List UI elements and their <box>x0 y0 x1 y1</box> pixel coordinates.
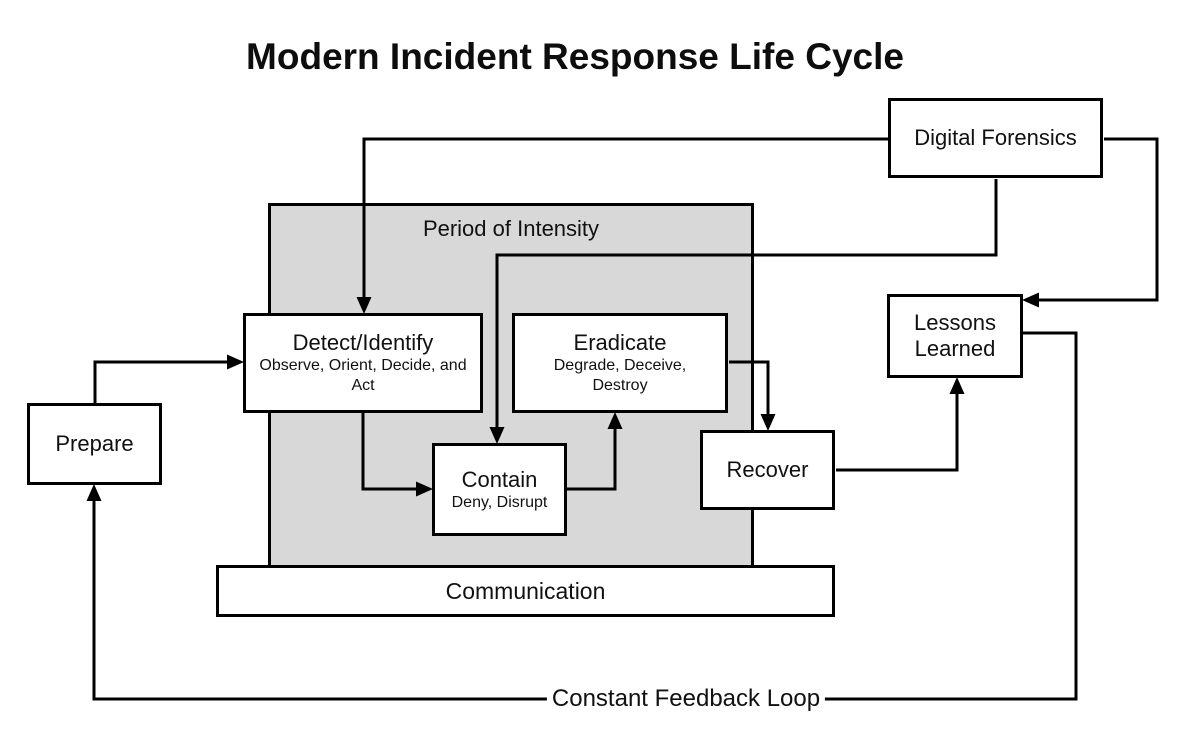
contain-title: Contain <box>461 466 538 492</box>
arrow-digital-forensics-to-lessons-learned <box>1022 137 1159 308</box>
contain-subtitle: Deny, Disrupt <box>451 493 548 511</box>
communication-label: Communication <box>445 578 606 604</box>
recover-label: Recover <box>726 457 809 482</box>
period-of-intensity-label: Period of Intensity <box>422 216 600 241</box>
node-eradicate: Eradicate Degrade, Deceive, Destroy <box>512 313 728 413</box>
detect-identify-title: Detect/Identify <box>292 330 434 355</box>
node-recover: Recover <box>700 430 835 510</box>
eradicate-title: Eradicate <box>573 330 667 355</box>
node-detect-identify: Detect/Identify Observe, Orient, Decide,… <box>243 313 483 413</box>
digital-forensics-label: Digital Forensics <box>914 125 1077 150</box>
constant-feedback-loop-label: Constant Feedback Loop <box>546 685 826 713</box>
node-lessons-learned: Lessons Learned <box>887 294 1023 378</box>
arrow-digital-forensics-to-contain <box>489 179 998 444</box>
prepare-label: Prepare <box>55 431 134 456</box>
arrow-contain-to-eradicate <box>565 412 623 491</box>
eradicate-subtitle: Degrade, Deceive, Destroy <box>553 357 687 394</box>
node-contain: Contain Deny, Disrupt <box>432 443 567 536</box>
arrow-digital-forensics-to-detect <box>356 137 889 314</box>
node-prepare: Prepare <box>27 403 162 485</box>
node-digital-forensics: Digital Forensics <box>888 98 1103 178</box>
arrow-prepare-to-detect <box>93 354 244 404</box>
detect-identify-subtitle: Observe, Orient, Decide, and Act <box>259 357 467 394</box>
arrow-eradicate-to-recover <box>729 360 776 431</box>
lessons-learned-label: Lessons Learned <box>914 310 996 361</box>
arrow-detect-to-contain <box>361 411 433 497</box>
node-communication: Communication <box>216 565 835 617</box>
diagram-title: Modern Incident Response Life Cycle <box>246 36 904 77</box>
arrow-feedback-loop-lessons-to-prepare <box>86 331 1078 701</box>
arrow-recover-to-lessons-learned <box>836 377 965 472</box>
